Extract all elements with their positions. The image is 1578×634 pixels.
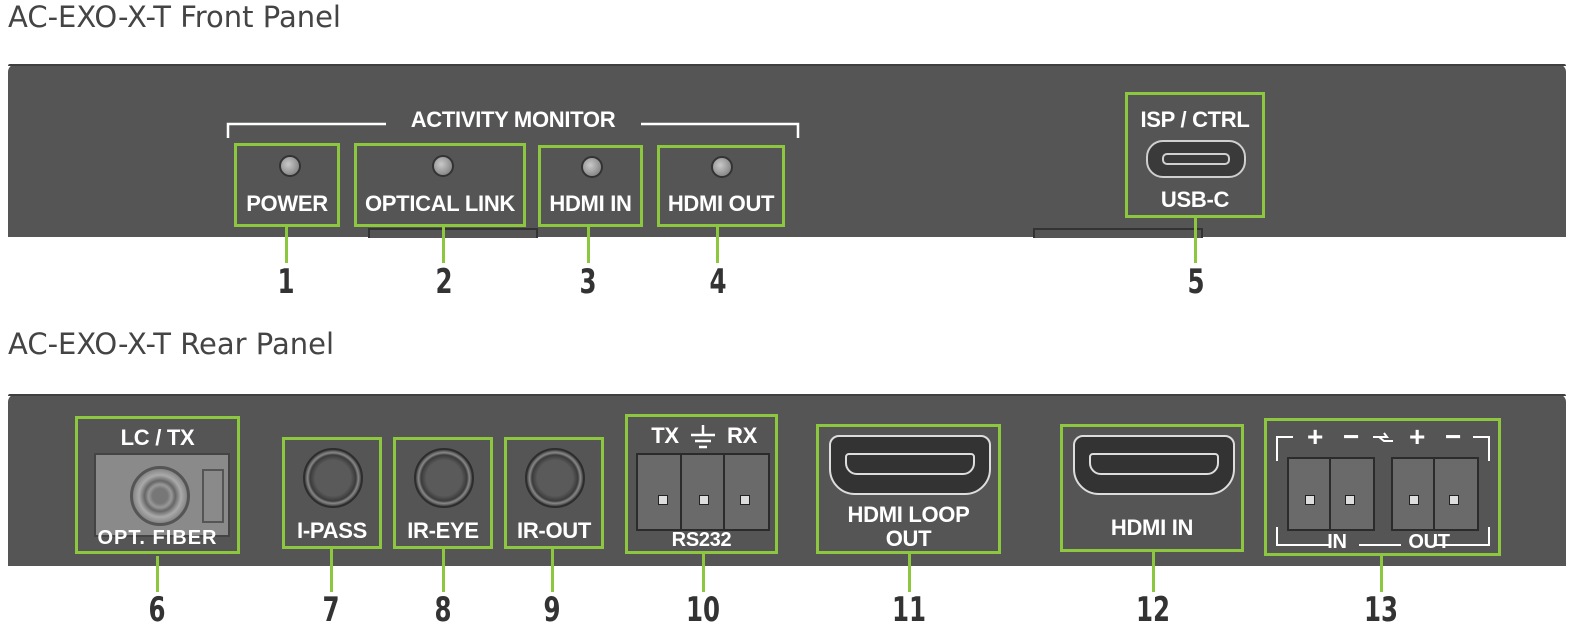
usb-c-label: USB-C <box>1160 187 1230 212</box>
power-terminal-box: + − + − IN OUT <box>1264 418 1501 556</box>
ir-out-label: IR-OUT <box>517 518 591 543</box>
activity-monitor-label: ACTIVITY MONITOR <box>410 107 616 132</box>
power-out-label: OUT <box>1408 531 1450 553</box>
i-pass-label: I-PASS <box>297 518 367 543</box>
panel-foot <box>1033 228 1203 238</box>
activity-monitor-bracket <box>226 122 800 138</box>
ir-out-jack <box>525 448 585 508</box>
callout-line-6 <box>156 556 159 592</box>
fiber-connector-icon <box>94 453 230 537</box>
rs232-rx-label: RX <box>727 423 757 448</box>
rs232-tx-label: TX <box>651 423 679 448</box>
rs232-terminal-block <box>636 453 770 531</box>
callout-number-5: 5 <box>1187 262 1205 302</box>
ground-icon <box>691 425 715 449</box>
fiber-port-box: LC / TX OPT. FIBER <box>75 416 240 554</box>
callout-line-8 <box>442 548 445 592</box>
hdmi-in-port-box: HDMI IN <box>1060 424 1244 552</box>
callout-number-13: 13 <box>1363 590 1399 630</box>
hdmi-in-port-label: HDMI IN <box>1110 515 1194 540</box>
rear-panel-title: AC-EXO-X-T Rear Panel <box>8 327 335 361</box>
callout-line-7 <box>330 548 333 592</box>
panel-rim <box>8 394 1566 396</box>
hdmi-loop-out-port-icon <box>829 435 991 495</box>
usb-c-port-icon <box>1146 140 1246 178</box>
out-minus-label: − <box>1444 421 1462 452</box>
callout-number-10: 10 <box>685 590 721 630</box>
callout-number-9: 9 <box>543 590 561 630</box>
rs232-label: RS232 <box>671 529 732 551</box>
power-led-box: POWER <box>234 143 340 227</box>
optical-link-led-box: OPTICAL LINK <box>354 143 526 227</box>
callout-line-9 <box>551 548 554 592</box>
hdmi-out-led-label: HDMI OUT <box>667 191 775 216</box>
callout-line-12 <box>1152 552 1155 592</box>
terminal-brackets <box>1276 432 1490 546</box>
usb-c-port-box: ISP / CTRL USB-C <box>1125 92 1265 218</box>
hdmi-out-led-box: HDMI OUT <box>657 145 785 227</box>
ir-eye-label: IR-EYE <box>407 518 479 543</box>
power-label: POWER <box>246 191 328 216</box>
callout-number-4: 4 <box>709 262 727 302</box>
power-out-terminal <box>1391 457 1479 531</box>
optical-link-led <box>432 155 454 177</box>
callout-line-13 <box>1380 556 1383 592</box>
rear-panel: LC / TX OPT. FIBER I-PASS IR-EYE IR-OUT … <box>8 394 1566 566</box>
callout-line-1 <box>285 227 288 263</box>
callout-number-1: 1 <box>277 262 295 302</box>
callout-line-2 <box>442 227 445 263</box>
callout-line-3 <box>587 227 590 263</box>
callout-number-12: 12 <box>1135 590 1171 630</box>
optical-link-label: OPTICAL LINK <box>365 191 515 216</box>
hdmi-in-led <box>581 156 603 178</box>
i-pass-port-box: I-PASS <box>282 437 382 549</box>
power-in-terminal <box>1287 457 1375 531</box>
hdmi-in-led-label: HDMI IN <box>549 191 632 216</box>
hdmi-loop-out-port-box: HDMI LOOP OUT <box>816 424 1001 554</box>
callout-number-3: 3 <box>579 262 597 302</box>
ir-out-port-box: IR-OUT <box>504 437 604 549</box>
power-in-label: IN <box>1327 531 1347 553</box>
callout-line-5 <box>1194 218 1197 263</box>
rs232-port-box: TX RX RS232 <box>625 414 778 554</box>
i-pass-jack <box>303 448 363 508</box>
hdmi-in-led-box: HDMI IN <box>538 145 643 227</box>
hdmi-in-port-icon <box>1073 435 1235 495</box>
in-minus-label: − <box>1342 421 1360 452</box>
callout-number-6: 6 <box>148 590 166 630</box>
callout-line-4 <box>716 227 719 263</box>
callout-line-11 <box>908 554 911 592</box>
in-plus-label: + <box>1306 421 1324 452</box>
hdmi-out-led <box>711 156 733 178</box>
lc-tx-label: LC / TX <box>120 425 195 450</box>
front-panel: ACTIVITY MONITOR POWER OPTICAL LINK HDMI… <box>8 64 1566 238</box>
panel-foot <box>368 228 538 238</box>
hdmi-loop-out-line1: HDMI LOOP <box>847 502 970 527</box>
ir-eye-port-box: IR-EYE <box>393 437 493 549</box>
power-led <box>279 155 301 177</box>
callout-line-10 <box>702 554 705 592</box>
panel-rim <box>8 64 1566 66</box>
ir-eye-jack <box>414 448 474 508</box>
opt-fiber-label: OPT. FIBER <box>97 527 218 549</box>
out-plus-label: + <box>1408 421 1426 452</box>
callout-number-2: 2 <box>435 262 453 302</box>
front-panel-title: AC-EXO-X-T Front Panel <box>8 0 341 34</box>
isp-ctrl-label: ISP / CTRL <box>1140 107 1250 132</box>
callout-number-7: 7 <box>322 590 340 630</box>
callout-number-11: 11 <box>891 590 927 630</box>
callout-number-8: 8 <box>434 590 452 630</box>
hdmi-loop-out-line2: OUT <box>885 526 932 551</box>
